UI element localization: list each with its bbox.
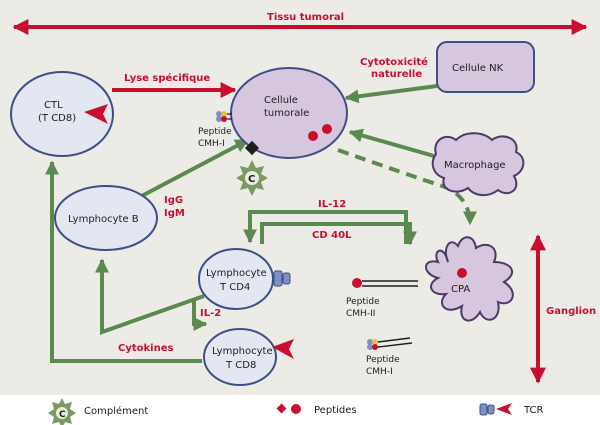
cytotox-label-line1: Cytotoxicité (360, 56, 428, 68)
ctl-label-line1: CTL (44, 100, 63, 111)
tumor-cell-label-line1: Cellule (264, 95, 298, 106)
macrophage-label: Macrophage (444, 160, 506, 171)
cpa-mhc2-label-line1: Peptide (346, 297, 380, 307)
cpa-peptide-dot (457, 268, 467, 278)
arrow-cd8-to-ctl (45, 160, 202, 363)
arrow-tumor-to-cpa-dashed (337, 148, 477, 226)
cd40l-label: CD 40L (312, 230, 352, 241)
arrow-cytokines-to-lymphob (95, 258, 205, 335)
igg-label: IgG (164, 195, 183, 206)
cd4-cell (198, 248, 274, 310)
arrow-macrophage-to-tumor (348, 128, 435, 158)
ctl-cell (10, 71, 114, 157)
tumor-cell (230, 67, 348, 159)
ganglion-label: Ganglion (546, 306, 596, 317)
cpa-mhc1-label-line1: Peptide (366, 355, 400, 365)
cd8-tcr-receptor (272, 339, 294, 359)
cpa-mhc1-label-line2: CMH-I (366, 367, 393, 377)
tissue-label: Tissu tumoral (267, 12, 344, 23)
tumor-peptide-dot-2 (322, 124, 332, 134)
tumor-complement-diamond (244, 140, 260, 156)
complement-star-center (245, 171, 259, 185)
complement-star-letter: C (248, 174, 255, 185)
arrow-nk-to-tumor (344, 84, 438, 104)
legend-complement-letter: C (59, 410, 66, 420)
tumor-peptide-label-line1: Peptide (198, 127, 232, 137)
legend-tcr-icon (479, 403, 512, 416)
nk-cell-label: Cellule NK (452, 63, 504, 74)
lyse-label: Lyse spécifique (124, 72, 210, 84)
cd8-label-line2: T CD8 (225, 360, 256, 371)
cpa-cell (425, 236, 514, 322)
cd4-tcr-icon (273, 270, 291, 287)
legend-tcr-label: TCR (523, 405, 544, 416)
legend-peptides-label: Peptides (314, 405, 357, 416)
tumor-peptide-label-line2: CMH-I (198, 139, 225, 149)
cpa-mhc2-icon (352, 278, 418, 288)
legend-peptide-dot-icon (291, 404, 301, 414)
lymphocyte-b-label: Lymphocyte B (68, 214, 139, 225)
cd8-cell (203, 328, 277, 386)
tumor-peptide-dot-1 (308, 131, 318, 141)
legend-peptide-diamond-icon (276, 403, 287, 414)
nk-cell (436, 41, 535, 93)
arrow-cd4-to-cd8-il2 (192, 298, 208, 331)
igm-label: IgM (164, 208, 185, 219)
lymphocyte-b-cell (54, 185, 158, 251)
cpa-label: CPA (451, 284, 470, 295)
il2-label: IL-2 (200, 308, 221, 319)
cpa-mhc1-icon (367, 337, 413, 350)
il12-label: IL-12 (318, 199, 346, 210)
cd8-label-line1: Lymphocyte (212, 346, 273, 357)
legend-complement-label: Complément (84, 405, 148, 417)
tumor-cell-label-line2: tumorale (264, 108, 309, 119)
macrophage-cell (431, 132, 525, 196)
tumor-mhc1-icon (216, 111, 232, 122)
arrow-cd40l-inner (260, 222, 417, 246)
arrow-lymphob-to-tumor (133, 138, 250, 202)
ctl-tcr-receptor (84, 104, 108, 124)
arrow-il12-outer (243, 210, 408, 244)
legend-complement-center (56, 407, 68, 419)
cd4-label-line2: T CD4 (219, 282, 250, 293)
cytokines-label: Cytokines (118, 343, 173, 354)
cytotox-label-line2: naturelle (371, 69, 422, 80)
ctl-label-line2: (T CD8) (38, 113, 76, 124)
cpa-mhc2-label-line2: CMH-II (346, 309, 375, 319)
cd4-label-line1: Lymphocyte (206, 268, 267, 279)
